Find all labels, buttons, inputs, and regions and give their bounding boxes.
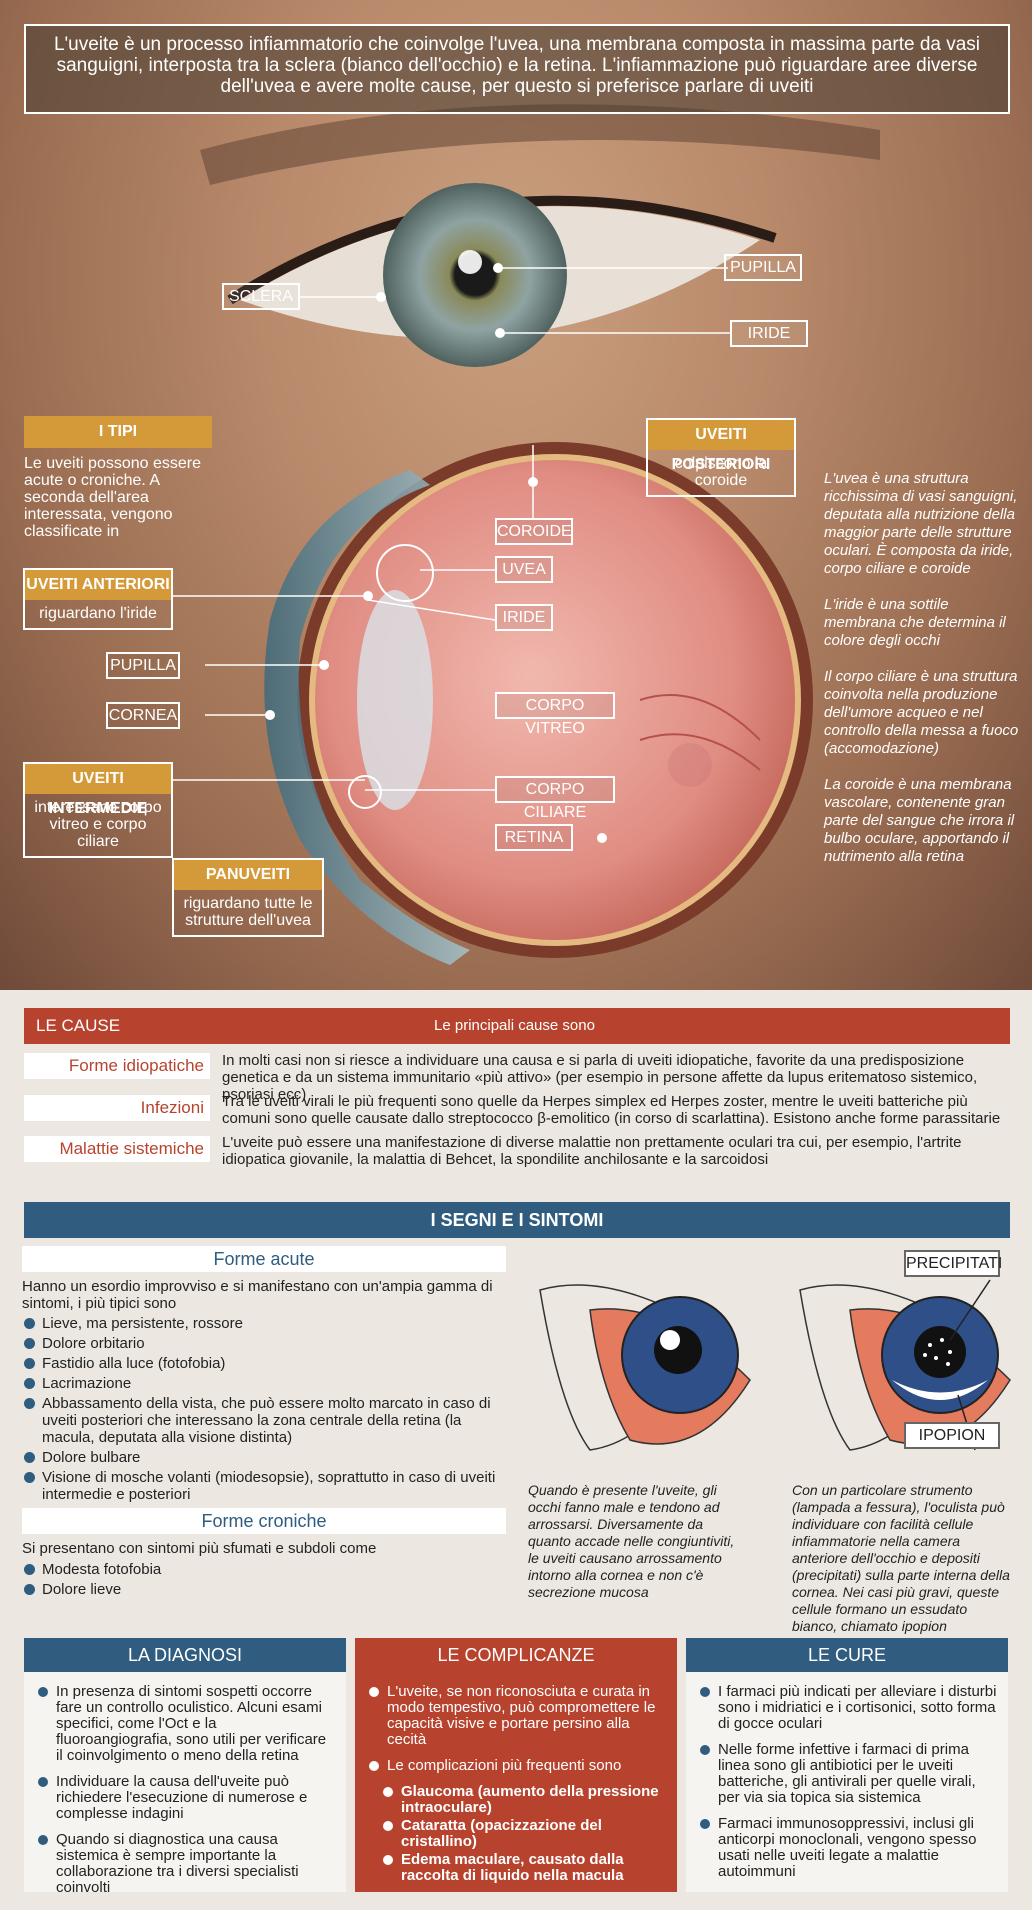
- list-item: Visione di mosche volanti (miodesopsie),…: [22, 1469, 512, 1503]
- list-item: Le complicazioni più frequenti sono: [367, 1758, 667, 1774]
- list-item: Abbassamento della vista, che può essere…: [22, 1395, 512, 1446]
- cause-text-malattie-sistemiche: L'uveite può essere una manifestazione d…: [222, 1134, 962, 1168]
- cause-subtitle: Le principali cause sono: [434, 1017, 595, 1034]
- type-anteriori-desc: riguardano l'iride: [39, 605, 157, 622]
- diagram-label-cornea: CORNEA: [106, 702, 180, 729]
- list-item: Lieve, ma persistente, rossore: [22, 1315, 512, 1332]
- segni-chronic-intro: Si presentano con sintomi più sfumati e …: [22, 1540, 377, 1557]
- tipi-text: Le uveiti possono essere acute o cronich…: [24, 455, 201, 540]
- segni-acute-title: Forme acute: [22, 1246, 506, 1272]
- list-item: Lacrimazione: [22, 1375, 512, 1392]
- list-item: Quando si diagnostica una causa sistemic…: [36, 1832, 336, 1896]
- cure-section: LE CURE I farmaci più indicati per allev…: [686, 1638, 1008, 1892]
- type-intermedie-desc: interessano corpo vitreo e corpo ciliare: [34, 799, 162, 850]
- type-posteriori-desc: colpiscono la coroide: [674, 455, 768, 489]
- segni-header: I SEGNI E I SINTOMI: [24, 1202, 1010, 1238]
- hero-illustration: [0, 0, 1032, 990]
- cure-list: I farmaci più indicati per alleviare i d…: [686, 1672, 1008, 1892]
- list-item: I farmaci più indicati per alleviare i d…: [698, 1684, 998, 1732]
- list-item: Glaucoma (aumento della pressione intrao…: [381, 1784, 667, 1816]
- cause-label-malattie-sistemiche: Malattie sistemiche: [24, 1136, 210, 1162]
- type-panuveiti-desc: riguardano tutte le strutture dell'uvea: [183, 895, 313, 929]
- tipi-title: I TIPI: [24, 416, 212, 448]
- list-item: Dolore bulbare: [22, 1449, 512, 1466]
- type-uveiti-intermedie: UVEITI INTERMEDIE interessano corpo vitr…: [23, 762, 173, 858]
- diagram-label-corpo-vitreo: CORPO VITREO: [495, 692, 615, 737]
- symptom-eyes-illustration: [539, 1279, 1011, 1451]
- segni-chronic-title: Forme croniche: [22, 1508, 506, 1534]
- cause-title: LE CAUSE: [36, 1016, 121, 1035]
- type-posteriori-title: UVEITI POSTERIORI: [648, 420, 794, 473]
- diagram-label-iride: IRIDE: [495, 604, 553, 631]
- caption-left: Quando è presente l'uveite, gli occhi fa…: [528, 1482, 735, 1600]
- side-notes: L'uvea è una struttura ricchissima di va…: [824, 470, 1024, 884]
- list-item: L'uveite, se non riconosciuta e curata i…: [367, 1684, 667, 1748]
- type-panuveiti-title: PANUVEITI: [174, 860, 322, 890]
- label-ipopion: IPOPION: [904, 1422, 1000, 1449]
- complicanze-section: LE COMPLICANZE L'uveite, se non riconosc…: [355, 1638, 677, 1892]
- label-precipitati: PRECIPITATI: [904, 1250, 1002, 1277]
- list-item: Modesta fotofobia: [22, 1561, 512, 1578]
- photo-label-pupilla: PUPILLA: [724, 254, 802, 281]
- list-item: Edema maculare, causato dalla raccolta d…: [381, 1852, 667, 1884]
- diagram-label-retina: RETINA: [495, 824, 573, 851]
- type-panuveiti: PANUVEITI riguardano tutte le strutture …: [172, 858, 324, 937]
- intro-text: L'uveite è un processo infiammatorio che…: [24, 24, 1010, 114]
- complicanze-title: LE COMPLICANZE: [355, 1638, 677, 1672]
- cause-label-idiopatiche: Forme idiopatiche: [24, 1053, 210, 1079]
- diagnosi-title: LA DIAGNOSI: [24, 1638, 346, 1672]
- cure-title: LE CURE: [686, 1638, 1008, 1672]
- side-note-iride: L'iride è una sottile membrana che deter…: [824, 596, 1006, 649]
- type-uveiti-posteriori: UVEITI POSTERIORI colpiscono la coroide: [646, 418, 796, 497]
- diagram-label-coroide: COROIDE: [495, 518, 573, 545]
- cause-header: LE CAUSE Le principali cause sono: [24, 1008, 1010, 1044]
- list-item: Dolore orbitario: [22, 1335, 512, 1352]
- complicanze-list: L'uveite, se non riconosciuta e curata i…: [355, 1672, 677, 1892]
- photo-label-sclera: SCLERA: [222, 283, 300, 310]
- side-note-coroide: La coroide è una membrana vascolare, con…: [824, 776, 1015, 865]
- complicanze-sublist: Glaucoma (aumento della pressione intrao…: [367, 1784, 667, 1884]
- segni-acute-intro: Hanno un esordio improvviso e si manifes…: [22, 1278, 493, 1312]
- type-anteriori-title: UVEITI ANTERIORI: [25, 570, 171, 600]
- list-item: In presenza di sintomi sospetti occorre …: [36, 1684, 336, 1764]
- diagram-label-uvea: UVEA: [495, 556, 553, 583]
- list-item: Dolore lieve: [22, 1581, 512, 1598]
- diagram-label-corpo-ciliare: CORPO CILIARE: [495, 776, 615, 821]
- list-item: Cataratta (opacizzazione del cristallino…: [381, 1818, 667, 1850]
- diagnosi-section: LA DIAGNOSI In presenza di sintomi sospe…: [24, 1638, 346, 1896]
- diagram-label-pupilla: PUPILLA: [106, 652, 180, 679]
- list-item: Individuare la causa dell'uveite può ric…: [36, 1774, 336, 1822]
- side-note-uvea: L'uvea è una struttura ricchissima di va…: [824, 470, 1018, 577]
- eye-photo-illustration: [170, 104, 880, 965]
- segni-chronic-list: Si presentano con sintomi più sfumati e …: [22, 1540, 512, 1601]
- cause-text-idiopatiche: In molti casi non si riesce a individuar…: [222, 1052, 978, 1103]
- photo-label-iride: IRIDE: [730, 320, 808, 347]
- segni-acute-list: Hanno un esordio improvviso e si manifes…: [22, 1278, 512, 1506]
- list-item: Fastidio alla luce (fotofobia): [22, 1355, 512, 1372]
- cause-text-infezioni: Tra le uveiti virali le più frequenti so…: [222, 1093, 1001, 1127]
- list-item: Farmaci immunosoppressivi, inclusi gli a…: [698, 1816, 998, 1880]
- type-intermedie-title: UVEITI INTERMEDIE: [25, 764, 171, 817]
- cause-label-infezioni: Infezioni: [24, 1095, 210, 1121]
- type-uveiti-anteriori: UVEITI ANTERIORI riguardano l'iride: [23, 568, 173, 630]
- diagnosi-list: In presenza di sintomi sospetti occorre …: [24, 1672, 346, 1896]
- side-note-corpo-ciliare: Il corpo ciliare è una struttura coinvol…: [824, 668, 1019, 757]
- list-item: Nelle forme infettive i farmaci di prima…: [698, 1742, 998, 1806]
- caption-right: Con un particolare strumento (lampada a …: [792, 1482, 1010, 1634]
